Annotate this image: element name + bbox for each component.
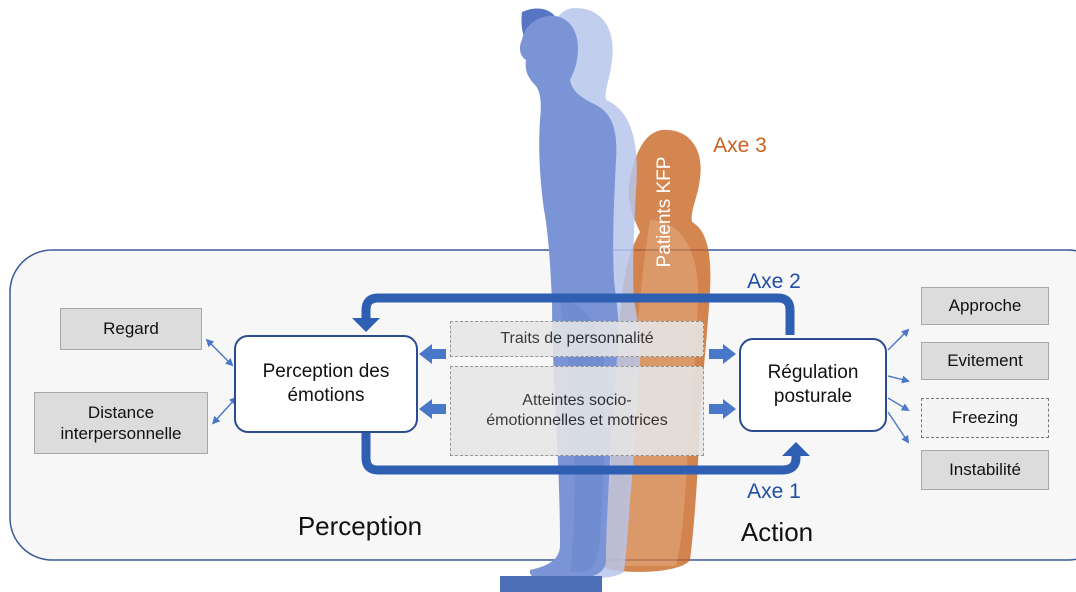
foot-platform <box>500 576 602 592</box>
box-perception-emotions: Perception des émotions <box>234 335 418 433</box>
box-distance-interpersonnelle: Distance interpersonnelle <box>34 392 208 454</box>
box-evitement: Evitement <box>921 342 1049 380</box>
box-atteintes: Atteintes socio-émotionnelles et motrice… <box>450 366 704 456</box>
box-freezing: Freezing <box>921 398 1049 438</box>
arrow-evitement <box>887 375 910 384</box>
label-axe1: Axe 1 <box>747 479 801 503</box>
box-regard: Regard <box>60 308 202 350</box>
label-action: Action <box>740 516 814 547</box>
box-traits-personnalite: Traits de personnalité <box>450 321 704 357</box>
label-axe2: Axe 2 <box>747 269 801 293</box>
arrow-atteintes-right <box>709 399 736 419</box>
arrow-regard <box>205 338 234 367</box>
arrow-freezing <box>887 397 910 412</box>
arrow-traits-right <box>709 344 736 364</box>
arrow-traits-left <box>419 344 446 364</box>
box-instabilite: Instabilité <box>921 450 1049 490</box>
box-regulation-posturale: Régulation posturale <box>739 338 887 432</box>
axe1-arrow <box>361 433 801 475</box>
arrow-distance <box>211 396 238 425</box>
label-axe3: Axe 3 <box>713 133 767 157</box>
label-perception: Perception <box>297 510 423 541</box>
arrow-atteintes-left <box>419 399 446 419</box>
arrow-instabilite <box>887 411 910 444</box>
arrow-approche <box>887 328 910 351</box>
label-patients-kfp: Patients KFP <box>654 156 675 268</box>
axe2-arrow <box>361 293 795 335</box>
axe2-arrowhead <box>352 318 380 332</box>
box-approche: Approche <box>921 287 1049 325</box>
axe1-arrowhead <box>782 442 810 456</box>
